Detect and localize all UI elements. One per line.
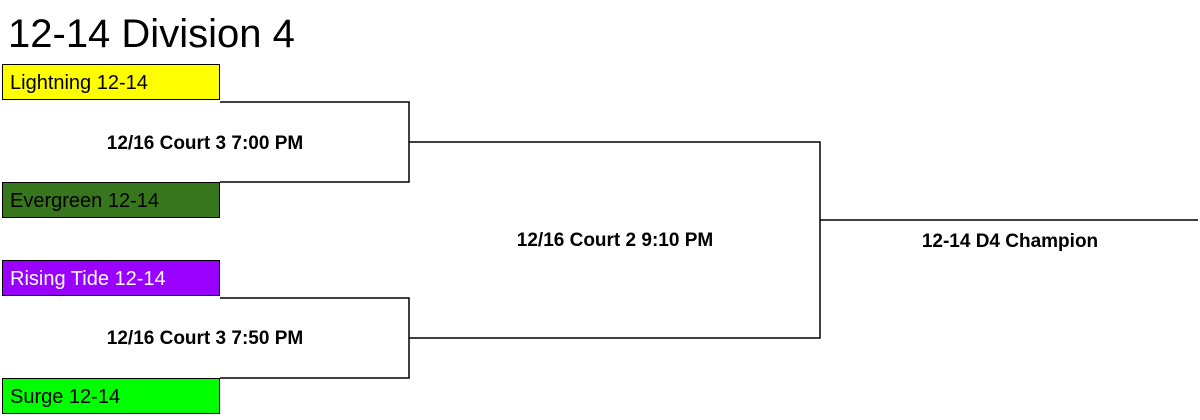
- champion-label: 12-14 D4 Champion: [921, 231, 1099, 252]
- semifinal-2-game-info: 12/16 Court 3 7:50 PM: [106, 328, 304, 349]
- final-connector: [409, 141, 821, 339]
- final-game-info: 12/16 Court 2 9:10 PM: [516, 230, 714, 251]
- bracket-title: 12-14 Division 4: [8, 12, 295, 56]
- semifinal-1-game-info: 12/16 Court 3 7:00 PM: [106, 133, 304, 154]
- team-surge: Surge 12-14: [2, 378, 220, 414]
- team-rising-tide: Rising Tide 12-14: [2, 260, 220, 296]
- team-evergreen: Evergreen 12-14: [2, 182, 220, 218]
- team-lightning: Lightning 12-14: [2, 64, 220, 100]
